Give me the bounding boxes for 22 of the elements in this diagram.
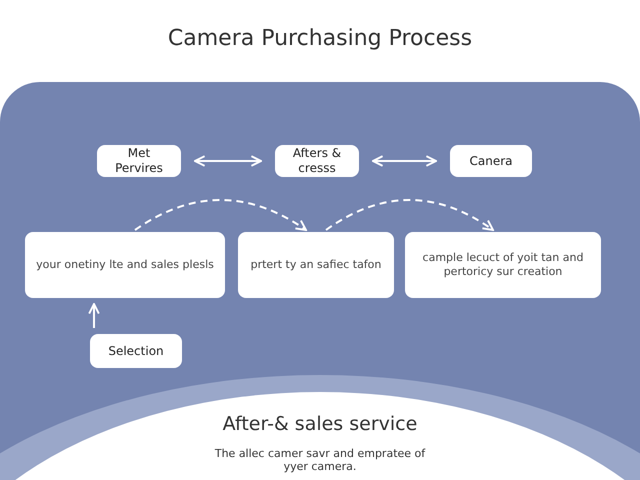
process-box xyxy=(450,145,532,177)
process-box xyxy=(97,145,181,177)
arrow xyxy=(134,199,307,231)
section-description: The allec camer savr and emprateе of yyer camera. xyxy=(214,446,426,474)
arrow xyxy=(88,303,100,328)
arrow xyxy=(194,155,262,167)
box-label: cample lecuct of yoit tan and pertoricy sur creation xyxy=(422,251,584,279)
box-label: prtert ty an safiec tafon xyxy=(250,258,382,272)
process-box xyxy=(90,334,182,368)
box-label: Canera xyxy=(469,154,512,168)
arrow xyxy=(325,199,494,231)
title: Camera Purchasing Process xyxy=(166,25,474,53)
box-label: your onetiny lte and sales plesls xyxy=(36,258,214,272)
process-box xyxy=(25,232,225,298)
process-box xyxy=(238,232,394,298)
box-label: Met Pervires xyxy=(114,146,164,176)
box-label: Afters & cresss xyxy=(292,146,342,176)
section-heading: After-& sales service xyxy=(222,412,418,437)
arrow xyxy=(372,155,437,167)
process-box xyxy=(405,232,601,298)
process-box xyxy=(275,145,359,177)
box-label: Selection xyxy=(108,344,164,358)
